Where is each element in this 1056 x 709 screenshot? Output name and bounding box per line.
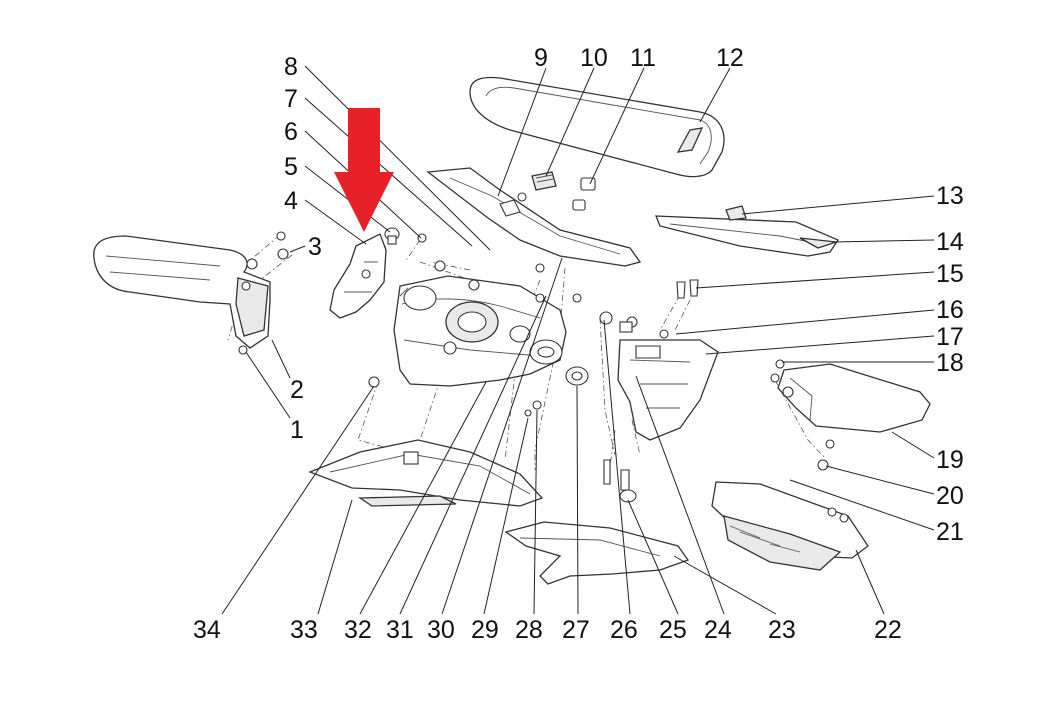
callout-17: 17 (936, 323, 964, 351)
callout-30: 30 (427, 616, 455, 644)
part-22-inner-fender (711, 481, 869, 571)
callout-5: 5 (284, 153, 298, 181)
part-18-nut (770, 373, 780, 383)
part-12-seat-cover (469, 76, 725, 178)
part-6-washer (417, 233, 427, 243)
callout-labels: 8 7 6 5 4 3 2 1 9 10 11 12 13 14 15 16 1… (193, 44, 964, 644)
part-17-bracket (599, 311, 719, 441)
callout-4: 4 (284, 187, 298, 215)
highlight-arrow (334, 108, 394, 232)
part-20-washer (817, 459, 829, 471)
callout-26: 26 (610, 616, 638, 644)
callout-18: 18 (936, 349, 964, 377)
callout-21: 21 (936, 518, 964, 546)
callout-1: 1 (290, 416, 304, 444)
part-23-bottom-panel (504, 521, 690, 585)
callout-19: 19 (936, 446, 964, 474)
callout-15: 15 (936, 260, 964, 288)
callout-10: 10 (580, 44, 608, 72)
part-9-rear-cover (426, 167, 642, 267)
part-4-side-cover (329, 233, 387, 319)
callout-9: 9 (534, 44, 548, 72)
airbox-tube (399, 285, 437, 311)
part-32-clamp (509, 325, 531, 343)
washer (825, 439, 835, 449)
part-2-front-fender (93, 235, 271, 349)
callout-16: 16 (936, 296, 964, 324)
small-hardware (368, 263, 637, 503)
callout-25: 25 (659, 616, 687, 644)
washer (276, 231, 286, 241)
callout-14: 14 (936, 228, 964, 256)
nut (468, 279, 480, 291)
callout-28: 28 (515, 616, 543, 644)
callout-33: 33 (290, 616, 318, 644)
callout-13: 13 (936, 182, 964, 210)
part-13-clip (725, 205, 747, 221)
part-3-nut (277, 248, 289, 260)
part-5-fastener (384, 227, 400, 245)
part-10-clip (531, 171, 557, 191)
callout-6: 6 (284, 118, 298, 146)
nut (434, 260, 446, 272)
callout-8: 8 (284, 53, 298, 81)
callout-23: 23 (768, 616, 796, 644)
callout-12: 12 (716, 44, 744, 72)
callout-27: 27 (562, 616, 590, 644)
part-27-grommet (565, 366, 589, 386)
callout-31: 31 (386, 616, 414, 644)
part-33-side-panel (308, 439, 544, 507)
part-1-bolt (238, 345, 248, 355)
callout-34: 34 (193, 616, 221, 644)
callout-32: 32 (344, 616, 372, 644)
callout-24: 24 (704, 616, 732, 644)
screw (517, 192, 527, 202)
part-15-bolts (676, 279, 699, 299)
callout-11: 11 (630, 44, 656, 72)
part-19-rear-tip (775, 359, 931, 433)
callout-3: 3 (308, 233, 322, 261)
callout-2: 2 (290, 376, 304, 404)
callout-7: 7 (284, 85, 298, 113)
callout-22: 22 (874, 616, 902, 644)
callout-29: 29 (471, 616, 499, 644)
part-11-nut (572, 177, 596, 211)
callout-20: 20 (936, 482, 964, 510)
part-14-side-strip (655, 215, 839, 257)
part-31-filter-cap (529, 339, 563, 365)
